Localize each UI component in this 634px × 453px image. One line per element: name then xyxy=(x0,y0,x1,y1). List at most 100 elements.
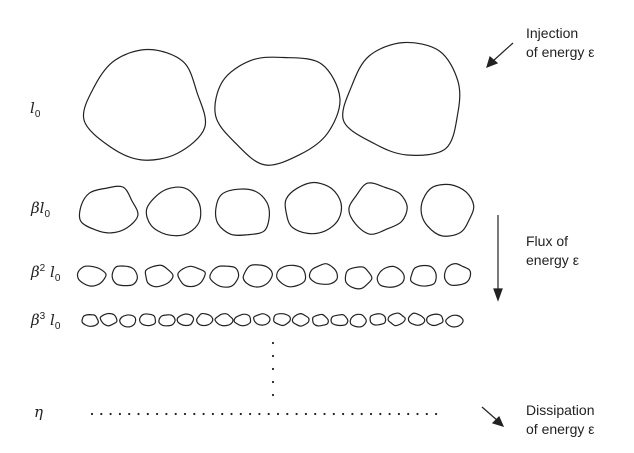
eddy-row4-blob xyxy=(349,313,367,328)
dissipation-dot xyxy=(295,412,298,416)
dissipation-dot xyxy=(193,412,196,416)
dissipation-dot xyxy=(425,412,428,416)
eddy-row4-blob xyxy=(445,314,464,328)
eddy-row1-blob xyxy=(342,41,461,156)
dissipation-dot xyxy=(118,412,121,416)
eddy-row4-blob xyxy=(312,313,329,327)
dissipation-dot xyxy=(258,412,261,416)
dissipation-dot xyxy=(342,412,345,416)
eddy-row2-blob xyxy=(78,185,139,234)
eddy-row3-blob xyxy=(177,265,206,288)
dissipation-dot xyxy=(221,412,224,416)
injection-label: Injection of energy ε xyxy=(526,24,595,62)
dissipation-label: Dissipation of energy ε xyxy=(526,401,595,439)
dissipation-dot xyxy=(128,412,131,416)
injection-label-line1: Injection xyxy=(526,25,579,41)
scale-label-beta2-l0: β2 l0 xyxy=(31,263,61,284)
eddy-row4-blob xyxy=(176,313,195,327)
dissipation-dot xyxy=(239,412,242,416)
dissipation-dot xyxy=(156,412,159,416)
dissipation-dot xyxy=(230,412,233,416)
dissipation-scale-dots xyxy=(90,412,438,416)
dissipation-dot xyxy=(388,412,391,416)
dissipation-dot xyxy=(369,412,373,416)
dissipation-dot xyxy=(100,412,103,416)
eddy-row2-blob xyxy=(284,181,343,235)
vertical-continuation-dots xyxy=(271,341,275,397)
dissipation-dot xyxy=(416,412,419,416)
eddy-row4-blob xyxy=(119,314,137,328)
eddy-row3-blob xyxy=(209,265,240,288)
dissipation-dot xyxy=(351,412,354,416)
dissipation-dot xyxy=(332,412,335,416)
dissipation-dot xyxy=(276,412,280,416)
eddy-row4-blob xyxy=(99,312,118,327)
flux-label: Flux of energy ε xyxy=(526,232,579,270)
flux-arrow xyxy=(493,215,503,302)
dissipation-dot xyxy=(202,412,205,416)
eddy-row4-blob xyxy=(253,313,271,326)
eddy-row4-blob xyxy=(273,313,291,327)
eddy-row3-blob xyxy=(144,264,174,288)
dissipation-dot xyxy=(286,412,289,416)
eddy-row3-blob xyxy=(443,263,472,287)
eddy-row3-blob xyxy=(242,264,273,288)
eddy-row4-blob xyxy=(291,312,310,327)
scale-label-eta: η xyxy=(34,403,43,421)
dissipation-dot xyxy=(267,412,270,416)
eddy-row4-blob xyxy=(196,312,214,327)
dissipation-dot xyxy=(304,412,307,416)
eddy-row4-blob xyxy=(426,313,444,327)
eddy-row3-blob xyxy=(76,265,107,287)
dissipation-dot xyxy=(435,412,438,416)
eddy-rows xyxy=(76,41,475,328)
eddy-row3-blob xyxy=(376,265,405,288)
eddy-row2-blob xyxy=(348,182,408,235)
eddy-row3-blob xyxy=(344,266,373,290)
eddy-row3-blob xyxy=(308,263,338,285)
eddy-row3-blob xyxy=(409,264,437,287)
flux-label-line2: energy ε xyxy=(526,252,579,268)
eddy-row1-blob xyxy=(82,48,207,161)
eddy-row4-blob xyxy=(214,313,234,327)
eddy-row2-blob xyxy=(145,186,202,237)
injection-label-line2: of energy ε xyxy=(526,44,595,60)
eddy-row3-blob xyxy=(276,264,307,288)
flux-label-line1: Flux of xyxy=(526,233,569,249)
eddy-row4-blob xyxy=(138,313,157,327)
eddy-row4-blob xyxy=(81,313,99,327)
scale-label-l0: l0 xyxy=(30,99,41,120)
dissipation-dot xyxy=(174,412,177,416)
dissipation-label-line2: of energy ε xyxy=(526,421,595,437)
dissipation-dot xyxy=(360,412,363,416)
dissipation-dot xyxy=(407,412,410,416)
scale-label-beta3-l0: β3 l0 xyxy=(31,311,61,332)
dissipation-dot xyxy=(165,412,168,416)
dissipation-dot xyxy=(109,412,112,416)
scale-label-beta-l0: βl0 xyxy=(31,199,51,220)
dissipation-dot xyxy=(211,412,214,416)
dissipation-dot xyxy=(249,412,252,416)
eddy-row4-blob xyxy=(330,313,349,327)
eddy-row2-blob xyxy=(214,188,271,236)
dissipation-dot xyxy=(146,412,149,416)
dissipation-dot xyxy=(397,412,400,416)
dissipation-arrow xyxy=(481,406,505,427)
eddy-row4-blob xyxy=(158,314,176,327)
dissipation-label-line1: Dissipation xyxy=(526,402,595,418)
eddy-row4-blob xyxy=(369,313,387,326)
eddy-row4-blob xyxy=(407,312,426,326)
eddy-row4-blob xyxy=(233,313,252,327)
dissipation-dot xyxy=(183,412,187,416)
dissipation-dot xyxy=(323,412,326,416)
dissipation-dot xyxy=(137,412,140,416)
injection-arrow xyxy=(486,42,514,69)
eddy-row4-blob xyxy=(387,312,406,327)
eddy-row1-blob xyxy=(214,56,341,166)
eddy-row3-blob xyxy=(111,265,138,287)
dissipation-dot xyxy=(314,412,317,416)
eddy-row2-blob xyxy=(420,183,475,237)
dissipation-dot xyxy=(379,412,382,416)
dissipation-dot xyxy=(90,412,94,416)
